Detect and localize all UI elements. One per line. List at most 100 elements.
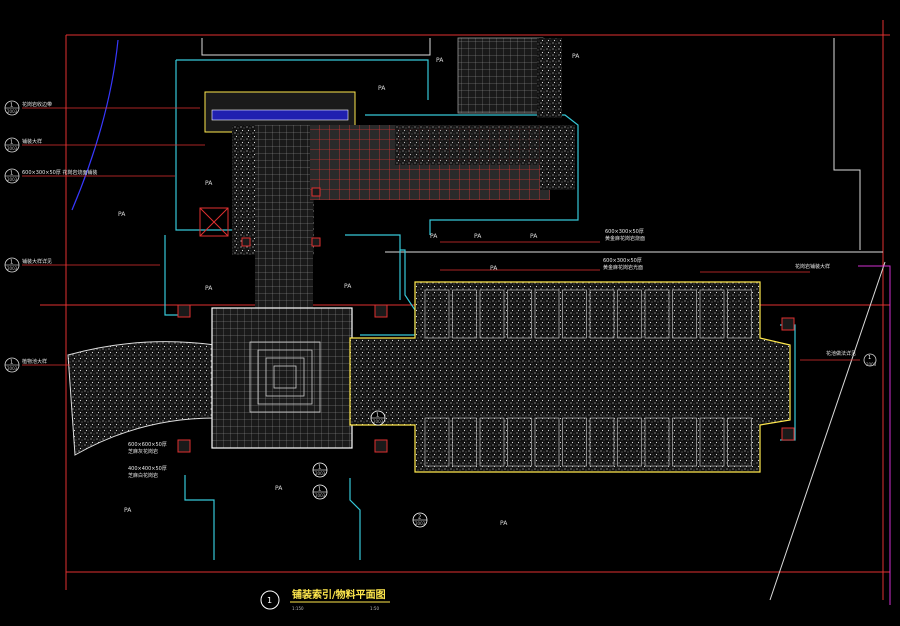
callout-sheet: 2003 xyxy=(7,146,18,151)
zone-label: PA xyxy=(275,485,283,492)
central-plaza xyxy=(211,307,353,449)
zone-label: PA xyxy=(490,265,498,272)
lower-note-3: 400×400×50厚 xyxy=(128,466,167,472)
callout-num: 1 xyxy=(10,260,13,266)
feature-water xyxy=(211,109,349,121)
promenade-panel-bottom xyxy=(424,417,450,467)
callout-sheet: 2003 xyxy=(7,177,18,182)
promenade-panel-top xyxy=(507,289,532,339)
callout-text: 花岗岩收边带 xyxy=(22,101,52,108)
zone-label: PA xyxy=(124,507,132,514)
promenade xyxy=(349,281,791,473)
zone-label: PA xyxy=(344,283,352,290)
promenade-panels xyxy=(424,289,752,467)
leader-lines xyxy=(22,107,860,366)
property-line xyxy=(858,265,891,605)
plaza-concentric-squares xyxy=(249,341,321,413)
scale-right: 1:50 xyxy=(370,606,379,611)
cross-hatch-box xyxy=(199,207,229,237)
section-mark-num: 1 xyxy=(376,413,379,419)
zone-label: PA xyxy=(474,233,482,240)
callout-text: 植物池大样 xyxy=(22,358,47,365)
callout-right-num: 1 xyxy=(868,355,871,361)
callout-text: 铺装大样详见 xyxy=(22,258,52,265)
promenade-panel-top xyxy=(562,289,587,339)
callout-num: 1 xyxy=(10,140,13,146)
paving-gravel-top xyxy=(537,38,562,118)
callout-center-3: 600×300×50厚 xyxy=(603,258,642,264)
promenade-panel-top xyxy=(589,289,615,339)
scale-left: 1:150 xyxy=(292,606,304,611)
promenade-panel-top xyxy=(644,289,670,339)
stair-grid xyxy=(255,125,313,315)
promenade-panel-top xyxy=(617,289,642,339)
callout-num: 1 xyxy=(10,171,13,177)
promenade-panel-bottom xyxy=(727,417,752,467)
callout-center-1: 600×300×50厚 xyxy=(605,229,644,235)
promenade-panel-bottom xyxy=(617,417,642,467)
site-boundary xyxy=(201,38,886,601)
callout-num: 1 xyxy=(10,360,13,366)
promenade-panel-bottom xyxy=(562,417,587,467)
lower-note-4: 芝麻白花岗岩 xyxy=(128,472,158,479)
curved-path xyxy=(67,341,216,456)
lower-note-2: 芝麻灰花岗岩 xyxy=(128,448,158,455)
promenade-panel-top xyxy=(727,289,752,339)
section-mark-num: 2 xyxy=(418,515,421,521)
section-mark-sheet: 2003 xyxy=(373,419,384,424)
gravel-zone-upper xyxy=(395,125,550,165)
planter-markers xyxy=(177,187,795,453)
callout-sheet: 2003 xyxy=(7,266,18,271)
promenade-panel-top xyxy=(699,289,725,339)
zone-label: PA xyxy=(430,233,438,240)
promenade-panel-bottom xyxy=(699,417,725,467)
callout-center-4: 黄金麻花岗岩光面 xyxy=(603,264,643,271)
callout-right-sheet: 2003 xyxy=(866,362,877,367)
section-mark-sheet: 2003 xyxy=(315,493,326,498)
lower-notes: 600×600×50厚 芝麻灰花岗岩 400×400×50厚 芝麻白花岗岩 xyxy=(128,442,167,479)
section-mark-num: 1 xyxy=(318,487,321,493)
callout-right-1: 花岗岩铺装大样 xyxy=(795,263,830,270)
section-mark-num: 1 xyxy=(318,465,321,471)
callout-center-2: 黄金麻花岗岩烧面 xyxy=(605,235,645,242)
promenade-panel-bottom xyxy=(479,417,505,467)
promenade-panel-top xyxy=(672,289,697,339)
zone-label: PA xyxy=(205,180,213,187)
callout-text: 600×300×50厚 花岗岩烧面铺装 xyxy=(22,169,97,176)
promenade-panel-bottom xyxy=(672,417,697,467)
section-mark-sheet: 2003 xyxy=(415,521,426,526)
center-callouts: 600×300×50厚 黄金麻花岗岩烧面 600×300×50厚 黄金麻花岗岩光… xyxy=(603,229,645,271)
title-number: 1 xyxy=(267,596,272,605)
zone-label: PA xyxy=(436,57,444,64)
zone-label: PA xyxy=(118,211,126,218)
zone-label: PA xyxy=(378,85,386,92)
title-block: 1 铺装索引/物料平面图 1:150 1:50 xyxy=(260,588,390,611)
promenade-panel-top xyxy=(452,289,477,339)
promenade-panel-bottom xyxy=(452,417,477,467)
right-callouts: 花岗岩铺装大样 花池做法详见 1 2003 xyxy=(795,263,877,367)
promenade-panel-bottom xyxy=(589,417,615,467)
zone-label: PA xyxy=(572,53,580,60)
callout-right-2: 花池做法详见 xyxy=(826,350,856,357)
zone-label: PA xyxy=(205,285,213,292)
callout-text: 铺装大样 xyxy=(22,138,42,145)
zone-labels: PA PA PA PA PA PA PA PA PA PA PA PA PA PA xyxy=(118,53,580,527)
zone-label: PA xyxy=(500,520,508,527)
callout-num: 1 xyxy=(10,103,13,109)
callout-sheet: 2003 xyxy=(7,366,18,371)
gravel-zone-right xyxy=(540,125,575,190)
promenade-panel-top xyxy=(534,289,560,339)
callout-sheet: 2003 xyxy=(7,109,18,114)
promenade-panel-top xyxy=(479,289,505,339)
paving-grid-top xyxy=(457,37,544,114)
promenade-panel-bottom xyxy=(644,417,670,467)
promenade-panel-top xyxy=(424,289,450,339)
drawing-title: 铺装索引/物料平面图 xyxy=(292,588,386,601)
zone-label: PA xyxy=(530,233,538,240)
boundary-curve xyxy=(71,39,119,211)
promenade-panel-bottom xyxy=(534,417,560,467)
